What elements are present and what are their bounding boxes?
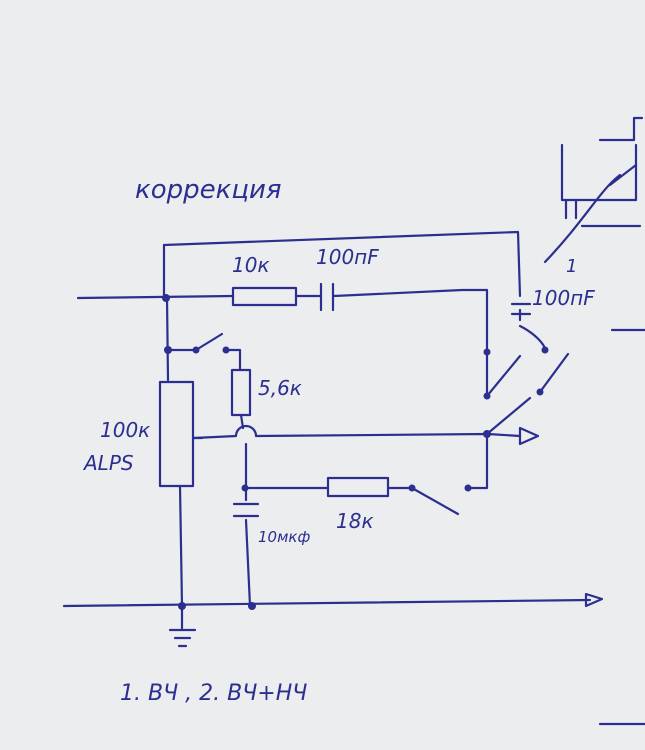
capacitor-100pf-side <box>510 302 532 316</box>
footnote-text: 1. ВЧ , 2. ВЧ+НЧ <box>120 681 307 706</box>
capacitor-10uf <box>232 502 260 518</box>
label-r-10k: 10к <box>232 253 270 277</box>
title-text: коррекция <box>135 175 282 205</box>
label-switch-pos-1: 1 <box>566 256 577 277</box>
label-c-100pf-side: 100пF <box>532 286 595 310</box>
label-pot-value: 100к <box>100 418 150 442</box>
wires <box>62 230 604 648</box>
label-c-10uf: 10мкф <box>258 528 310 546</box>
capacitor-100pf-series <box>319 282 335 312</box>
label-pot-brand: ALPS <box>82 451 134 475</box>
neighbor-sketch <box>543 116 645 726</box>
label-r-5-6k: 5,6к <box>258 376 302 400</box>
potentiometer-100k <box>158 380 195 488</box>
label-c-100pf-series: 100пF <box>316 245 379 269</box>
resistor-18k <box>326 476 390 498</box>
resistor-10k <box>231 286 298 307</box>
label-r-18k: 18к <box>336 509 374 533</box>
switch-left <box>194 332 224 352</box>
resistor-5-6k <box>230 368 252 417</box>
junction-dots <box>162 294 549 610</box>
